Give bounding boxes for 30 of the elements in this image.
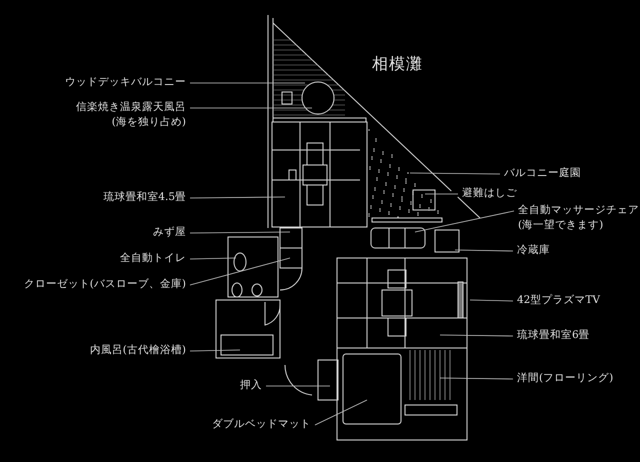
room-label: 冷蔵庫 [513, 243, 550, 258]
room-label: 洋間(フローリング) [513, 371, 614, 386]
leader-line [314, 400, 368, 426]
sea-label: 相模灘 [372, 54, 423, 75]
leader-line [454, 250, 514, 252]
leader-line [440, 334, 514, 336]
room-label: ダブルベッドマット [212, 417, 315, 432]
room-label: 内風呂(古代檜浴槽) [90, 343, 190, 358]
leader-line [470, 300, 514, 302]
room-label: 全自動トイレ [120, 251, 190, 266]
room-label: バルコニー庭園 [500, 166, 581, 181]
room-label: みず屋 [153, 225, 190, 240]
room-label: 琉球畳和室6畳 [513, 328, 590, 343]
room-label: 琉球畳和室4.5畳 [103, 190, 190, 205]
leader-line [190, 82, 306, 84]
leader-line [440, 378, 514, 380]
room-label: ウッドデッキバルコニー [65, 75, 190, 90]
room-label: クローゼット(バスローブ、金庫) [24, 277, 190, 292]
room-label: 全自動マッサージチェア (海一望できます) [514, 203, 640, 233]
leader-line [410, 172, 500, 174]
leader-line [190, 258, 236, 260]
leader-line [190, 258, 290, 286]
leader-line [190, 196, 286, 198]
room-label: 押入 [240, 378, 266, 393]
room-label: 信楽焼き温泉露天風呂 (海を独り占め) [74, 100, 190, 130]
room-label: 避難はしご [458, 186, 517, 201]
leader-line [190, 350, 240, 352]
leader-line [190, 232, 290, 234]
room-label: 42型プラズマTV [513, 293, 600, 308]
leader-line [414, 210, 514, 232]
